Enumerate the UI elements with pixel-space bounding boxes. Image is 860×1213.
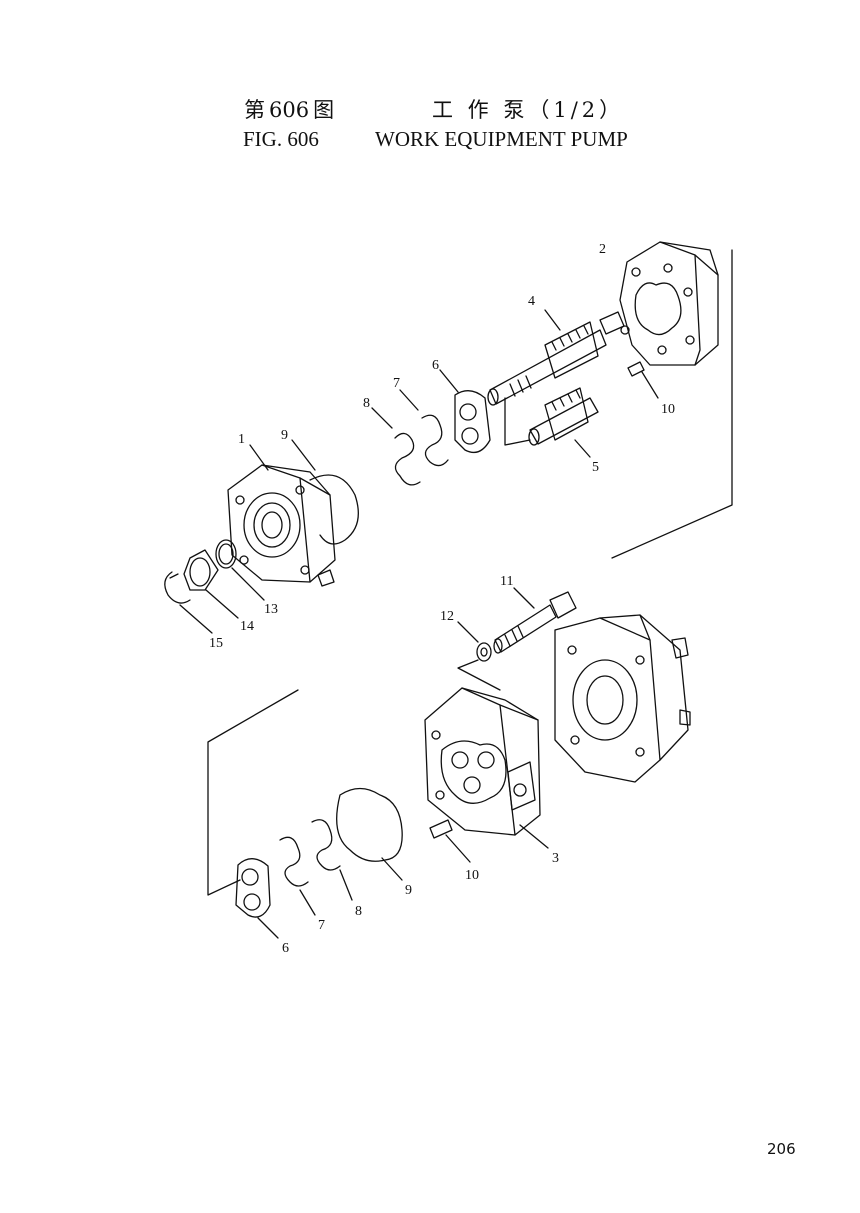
part-dowel-10-bottom <box>429 819 471 863</box>
callout-2: 2 <box>599 242 606 257</box>
part-snap-ring-13 <box>215 539 265 601</box>
title-cn-name: 工 作 泵（1/2） <box>432 98 625 122</box>
title-cn-number: 606 <box>269 98 310 122</box>
callout-5: 5 <box>592 460 599 475</box>
part-housing-2 <box>619 241 719 366</box>
callout-14: 14 <box>240 619 254 634</box>
part-rear-housing-3 <box>424 687 549 849</box>
callout-9-top: 9 <box>281 428 288 443</box>
title-cn-prefix: 第 <box>244 98 265 122</box>
callout-15: 15 <box>209 636 223 651</box>
callout-6-top: 6 <box>432 358 439 373</box>
part-washer-12 <box>457 621 501 691</box>
callout-12: 12 <box>440 609 454 624</box>
callout-10-top: 10 <box>661 402 675 417</box>
callout-13: 13 <box>264 602 278 617</box>
part-oring-9-top <box>291 439 359 545</box>
title-en-fig: FIG. 606 <box>243 127 319 151</box>
page-number: 206 <box>767 1140 796 1158</box>
part-pump-assembly <box>554 614 691 783</box>
part-seals-7-8-top <box>371 389 449 486</box>
part-oring-9-bottom <box>336 787 403 881</box>
part-bearing-14 <box>183 549 239 619</box>
gear-connector-line <box>504 397 531 446</box>
callout-4: 4 <box>528 294 535 309</box>
part-dowel-10-top <box>627 361 659 399</box>
part-side-plate-6-top <box>439 369 491 454</box>
callout-3: 3 <box>552 851 559 866</box>
part-snap-ring-15 <box>164 571 213 634</box>
part-drive-gear-4 <box>487 309 625 406</box>
frame-lines <box>207 249 733 896</box>
callout-6-bottom: 6 <box>282 941 289 956</box>
figure-title-en: FIG. 606 WORK EQUIPMENT PUMP <box>243 127 628 152</box>
part-cover-1 <box>227 444 336 587</box>
callout-8-top: 8 <box>363 396 370 411</box>
callout-10-bottom: 10 <box>465 868 479 883</box>
part-driven-gear-5 <box>528 387 599 458</box>
callout-7-top: 7 <box>393 376 400 391</box>
callout-7-bottom: 7 <box>318 918 325 933</box>
callout-labels: 1 2 3 4 5 6 6 7 7 8 8 9 9 10 10 11 12 13… <box>209 242 675 956</box>
part-side-plate-6-bottom <box>235 858 279 939</box>
title-en-name: WORK EQUIPMENT PUMP <box>375 127 628 151</box>
title-cn-suffix: 图 <box>313 98 335 122</box>
part-bolt-11 <box>493 587 577 654</box>
callout-1: 1 <box>238 432 245 447</box>
part-seals-7-8-bottom <box>279 819 353 916</box>
callout-8-bottom: 8 <box>355 904 362 919</box>
callout-9-bottom: 9 <box>405 883 412 898</box>
callout-11: 11 <box>500 574 513 589</box>
